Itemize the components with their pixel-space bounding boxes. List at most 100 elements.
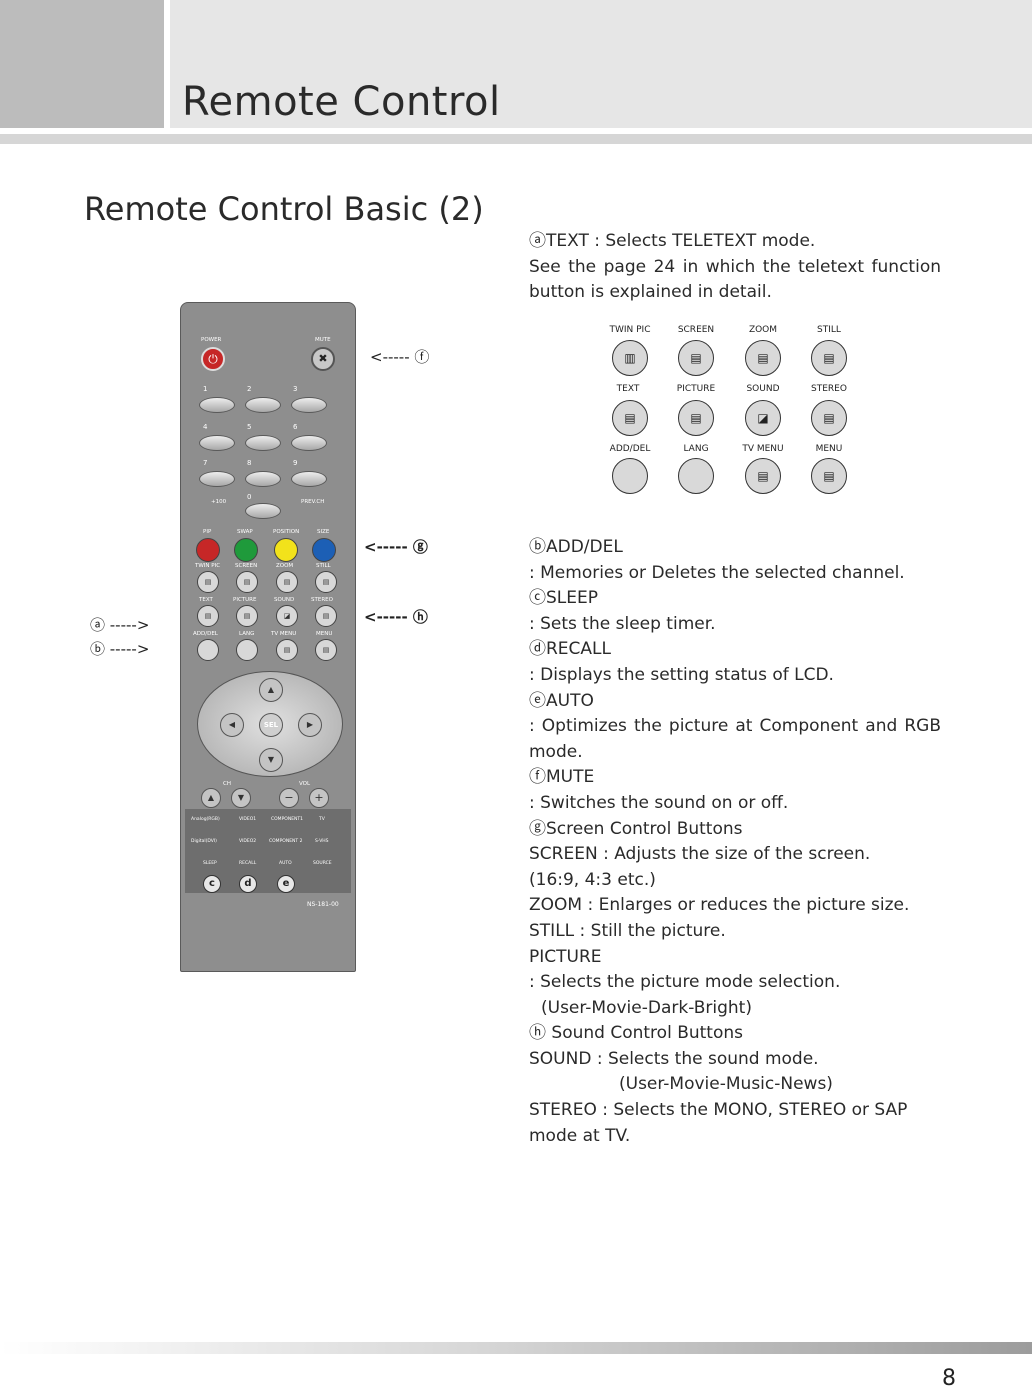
screen-description: SCREEN : Adjusts the size of the screen. bbox=[529, 844, 871, 865]
arrow-right-icon: ▶ bbox=[298, 713, 322, 737]
stereo-icon: ▤ bbox=[315, 605, 337, 627]
grid-label-still: STILL bbox=[817, 325, 841, 335]
menu-icon: ▤ bbox=[811, 458, 847, 494]
ch-label: CH bbox=[223, 781, 231, 787]
screen-label: SCREEN bbox=[235, 563, 258, 569]
sound-icon: ◪ bbox=[276, 605, 298, 627]
digit-button bbox=[245, 397, 281, 413]
lang-button bbox=[236, 639, 258, 661]
position-label: POSITION bbox=[273, 529, 300, 535]
sound-icon: ◪ bbox=[745, 400, 781, 436]
source-label: SOURCE bbox=[313, 861, 332, 866]
auto-title: ⓔAUTO bbox=[529, 690, 594, 711]
header-divider bbox=[0, 134, 1032, 144]
source-label: S-VHS bbox=[315, 839, 329, 844]
page-number: 8 bbox=[942, 1366, 956, 1391]
screen-icon: ▤ bbox=[678, 340, 714, 376]
arrow-left-icon: ◀ bbox=[220, 713, 244, 737]
arrow-up-icon: ▲ bbox=[259, 678, 283, 702]
zoom-description: ZOOM : Enlarges or reduces the picture s… bbox=[529, 895, 910, 916]
source-label: SLEEP bbox=[203, 861, 217, 866]
header-bar bbox=[170, 0, 1032, 128]
grid-label-lang: LANG bbox=[683, 444, 709, 454]
tv-menu-label: TV MENU bbox=[271, 631, 297, 637]
picture-icon: ▤ bbox=[678, 400, 714, 436]
picture-icon: ▤ bbox=[236, 605, 258, 627]
text-icon: ▤ bbox=[197, 605, 219, 627]
grid-label-picture: PICTURE bbox=[676, 384, 716, 394]
button-grid-illustration: TWIN PIC SCREEN ZOOM STILL ▥ ▤ ▤ ▤ TEXT … bbox=[604, 322, 854, 497]
sel-button: SEL bbox=[259, 713, 283, 737]
page-title: Remote Control bbox=[182, 79, 501, 125]
digit-button bbox=[291, 435, 327, 451]
source-panel: Analog(RGB) VIDEO1 COMPONENT1 TV Digital… bbox=[185, 809, 351, 893]
digit-label: 9 bbox=[293, 459, 298, 467]
text-body: See the page 24 in which the teletext fu… bbox=[529, 256, 941, 303]
twin-pic-label: TWIN PIC bbox=[195, 563, 221, 569]
stereo-label: STEREO bbox=[311, 597, 333, 603]
sound-description: SOUND : Selects the sound mode. bbox=[529, 1048, 819, 1069]
add-del-button bbox=[612, 458, 648, 494]
source-label: Digital(DVI) bbox=[191, 839, 217, 844]
menu-label: MENU bbox=[316, 631, 333, 637]
sound-control-title: ⓗ Sound Control Buttons bbox=[529, 1023, 743, 1044]
size-label: SIZE bbox=[317, 529, 330, 535]
sound-label: SOUND bbox=[274, 597, 295, 603]
digit-button bbox=[291, 471, 327, 487]
swap-button bbox=[234, 538, 258, 562]
tv-menu-icon: ▤ bbox=[276, 639, 298, 661]
twin-pic-icon: ▥ bbox=[612, 340, 648, 376]
digit-label: 6 bbox=[293, 423, 298, 431]
mute-body: : Switches the sound on or off. bbox=[529, 792, 789, 813]
digit-button bbox=[199, 435, 235, 451]
text-title: ⓐTEXT : Selects TELETEXT mode. bbox=[529, 231, 816, 251]
size-button bbox=[312, 538, 336, 562]
ch-down-icon: ▼ bbox=[231, 788, 251, 808]
navigation-pad: ▲ ▼ ◀ ▶ SEL bbox=[197, 671, 343, 777]
sleep-button-c: c bbox=[203, 875, 221, 893]
source-label: VIDEO2 bbox=[239, 839, 257, 844]
digit-label: 3 bbox=[293, 385, 298, 393]
zoom-icon: ▤ bbox=[745, 340, 781, 376]
digit-label: 1 bbox=[203, 385, 208, 393]
source-label: COMPONENT 2 bbox=[269, 839, 303, 844]
sleep-title: ⓒSLEEP bbox=[529, 588, 598, 609]
grid-label-menu: MENU bbox=[815, 444, 843, 454]
still-icon: ▤ bbox=[315, 571, 337, 593]
callout-h: <----- ⓗ bbox=[364, 608, 428, 626]
digit-label: 0 bbox=[247, 493, 252, 501]
source-label: VIDEO1 bbox=[239, 817, 257, 822]
digit-button bbox=[245, 435, 281, 451]
picture-description: : Selects the picture mode selection. bbox=[529, 972, 841, 993]
callout-g: <----- ⓖ bbox=[364, 538, 428, 556]
digit-label: 5 bbox=[247, 423, 252, 431]
lang-button bbox=[678, 458, 714, 494]
digit-button bbox=[245, 503, 281, 519]
recall-title: ⓓRECALL bbox=[529, 639, 611, 660]
remote-illustration: POWER ⏻ MUTE ✖ 1 2 3 4 5 6 7 8 9 +100 0 … bbox=[180, 302, 356, 972]
zoom-icon: ▤ bbox=[276, 571, 298, 593]
add-del-body: : Memories or Deletes the selected chann… bbox=[529, 562, 905, 583]
grid-label-add-del: ADD/DEL bbox=[609, 444, 651, 454]
text-description: ⓐTEXT : Selects TELETEXT mode. See the p… bbox=[529, 229, 941, 306]
mute-label: MUTE bbox=[315, 337, 331, 343]
screen-icon: ▤ bbox=[236, 571, 258, 593]
callout-f: <----- ⓕ bbox=[370, 348, 430, 366]
prev-ch-label: PREV.CH bbox=[301, 499, 325, 505]
callout-b: ⓑ -----> bbox=[90, 640, 150, 658]
text-label: TEXT bbox=[199, 597, 213, 603]
lang-label: LANG bbox=[239, 631, 255, 637]
screen-ratio: (16:9, 4:3 etc.) bbox=[529, 869, 656, 890]
power-icon: ⏻ bbox=[201, 347, 225, 371]
position-button bbox=[274, 538, 298, 562]
vol-minus-button: − bbox=[279, 788, 299, 808]
speaker-mute-icon: ✖ bbox=[311, 347, 335, 371]
section-title: Remote Control Basic (2) bbox=[84, 190, 484, 228]
recall-body: : Displays the setting status of LCD. bbox=[529, 664, 834, 685]
function-descriptions: ⓑADD/DEL : Memories or Deletes the selec… bbox=[529, 535, 941, 1149]
stereo-description: STEREO : Selects the MONO, STEREO or SAP… bbox=[529, 1100, 908, 1146]
digit-button bbox=[245, 471, 281, 487]
still-label: STILL bbox=[316, 563, 331, 569]
stereo-icon: ▤ bbox=[811, 400, 847, 436]
ch-up-icon: ▲ bbox=[201, 788, 221, 808]
